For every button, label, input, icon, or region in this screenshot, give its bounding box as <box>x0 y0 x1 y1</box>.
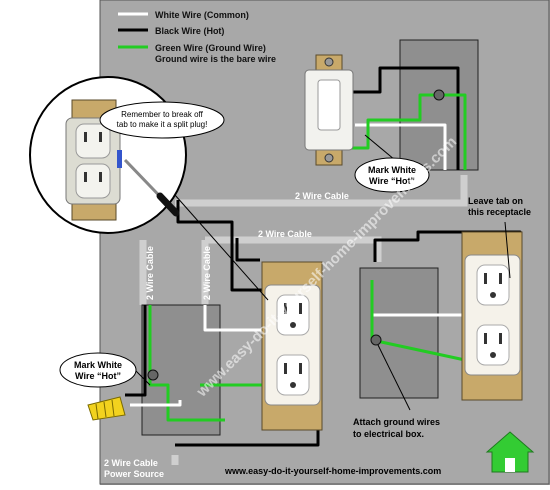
ground-hole-1 <box>490 292 496 298</box>
ground-hole-1 <box>290 322 296 328</box>
inset-blue-tab <box>117 150 122 168</box>
legend-black-label: Black Wire (Hot) <box>155 26 224 36</box>
cable-label-vertical-left: 2 Wire Cable <box>145 246 155 300</box>
split-plug-bubble <box>99 101 225 139</box>
ground-hole-2 <box>490 352 496 358</box>
inset-outlet-upper <box>75 123 111 159</box>
mark-white-callout-left: Mark White Wire “Hot” <box>59 352 151 388</box>
hot-wire-middle-cable <box>235 238 260 262</box>
inset-slot-2 <box>99 132 102 142</box>
switch-toggle <box>317 79 341 131</box>
hot-wire-left-box <box>125 305 147 397</box>
inset-slot-3 <box>84 172 87 182</box>
switch-screw-top <box>324 57 334 67</box>
ground-wire-switch <box>340 93 467 170</box>
cable-label-vertical-right: 2 Wire Cable <box>202 246 212 300</box>
wire-nut-icon <box>87 396 126 421</box>
cable-label-middle: 2 Wire Cable <box>258 229 312 239</box>
footer-url: www.easy-do-it-yourself-home-improvement… <box>224 466 441 476</box>
ground-wire-left-box <box>148 305 225 422</box>
ground-note-line1: Attach ground wires <box>353 417 440 427</box>
legend-white-label: White Wire (Common) <box>155 10 249 20</box>
mark-white-left-line1: Mark White <box>74 360 122 370</box>
mark-white-top-pointer <box>364 134 396 161</box>
leave-tab-line2: this receptacle <box>468 207 531 217</box>
magnifier-pointer-line <box>174 194 269 301</box>
screwdriver-icon <box>123 158 180 217</box>
neutral-wire-left-box <box>203 305 265 332</box>
ground-screw-left-box <box>147 369 159 381</box>
ground-screw-right-box <box>370 334 382 346</box>
legend-green-label: Green Wire (Ground Wire) <box>155 43 266 53</box>
outlet-lower-face <box>276 354 310 396</box>
mark-white-left-pointer <box>134 369 151 386</box>
hot-wire-switch <box>340 66 460 170</box>
panel-border <box>99 0 550 485</box>
inset-slot-1 <box>84 132 87 142</box>
leave-tab-pointer <box>504 221 511 279</box>
receptacle-middle <box>261 261 323 431</box>
slot-1 <box>284 303 287 314</box>
ground-note-line2: to electrical box. <box>353 429 424 439</box>
switch-screw-bottom <box>324 153 334 163</box>
mark-white-top-line2: Wire “Hot” <box>369 176 415 186</box>
slot-1 <box>484 273 487 284</box>
neutral-wire-power <box>130 400 182 407</box>
slot-3 <box>284 363 287 374</box>
outlet-upper-face <box>476 264 510 306</box>
light-switch <box>304 54 354 166</box>
neutral-wire-switch <box>355 123 447 170</box>
ground-screw-switch-box <box>433 89 445 101</box>
ground-hole-2 <box>290 382 296 388</box>
mark-white-top-bubble <box>354 157 430 193</box>
cable-label-power-1: 2 Wire Cable <box>104 458 158 468</box>
mark-white-left-line2: Wire “Hot” <box>75 371 121 381</box>
inset-slot-4 <box>99 172 102 182</box>
slot-2 <box>499 273 502 284</box>
slot-3 <box>484 333 487 344</box>
mark-white-callout-top: Mark White Wire “Hot” <box>354 134 430 193</box>
ground-note-pointer <box>377 344 411 411</box>
split-plug-note-line1: Remember to break off <box>121 110 203 119</box>
cable-label-power-2: Power Source <box>104 469 164 479</box>
slot-4 <box>299 363 302 374</box>
outlet-lower-face <box>476 324 510 366</box>
mark-white-left-bubble <box>59 352 137 388</box>
mark-white-top-line1: Mark White <box>368 165 416 175</box>
leave-tab-line1: Leave tab on <box>468 196 523 206</box>
slot-4 <box>499 333 502 344</box>
split-plug-note-line2: tab to make it a split plug! <box>117 120 208 129</box>
magnifier-inset: Remember to break off tab to make it a s… <box>29 76 269 301</box>
slot-2 <box>299 303 302 314</box>
legend: White Wire (Common) Black Wire (Hot) Gre… <box>118 10 276 64</box>
cable-top <box>175 175 468 207</box>
house-icon <box>485 431 535 473</box>
inset-outlet-lower <box>75 163 111 199</box>
receptacle-right <box>461 231 523 401</box>
cable-label-top: 2 Wire Cable <box>295 191 349 201</box>
legend-note: Ground wire is the bare wire <box>155 54 276 64</box>
